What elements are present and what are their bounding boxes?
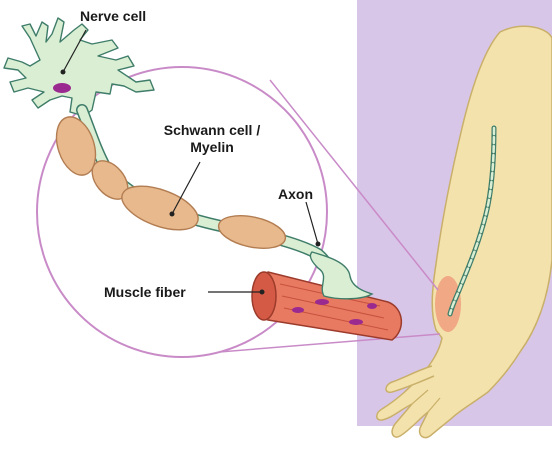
leader-dot-axon bbox=[316, 242, 321, 247]
nerve-cell-nucleus bbox=[53, 83, 71, 93]
leader-dot-muscle bbox=[260, 290, 265, 295]
muscle-nucleus bbox=[367, 303, 377, 309]
nerve-cell-label: Nerve cell bbox=[80, 8, 146, 25]
forearm-muscle-highlight bbox=[435, 276, 461, 332]
leader-dot-nerve-cell bbox=[61, 70, 66, 75]
schwann-cell-label-line1: Schwann cell / bbox=[156, 122, 268, 139]
muscle-nucleus bbox=[315, 299, 329, 305]
leader-dot-schwann bbox=[170, 212, 175, 217]
muscle-nucleus bbox=[349, 319, 363, 325]
muscle-fiber-label: Muscle fiber bbox=[104, 284, 186, 301]
schwann-cell-label-line2: Myelin bbox=[156, 139, 268, 156]
axon-label: Axon bbox=[278, 186, 313, 203]
muscle-nucleus bbox=[292, 307, 304, 313]
muscle-fiber-end bbox=[252, 272, 276, 320]
schwann-cell-label: Schwann cell / Myelin bbox=[156, 122, 268, 156]
